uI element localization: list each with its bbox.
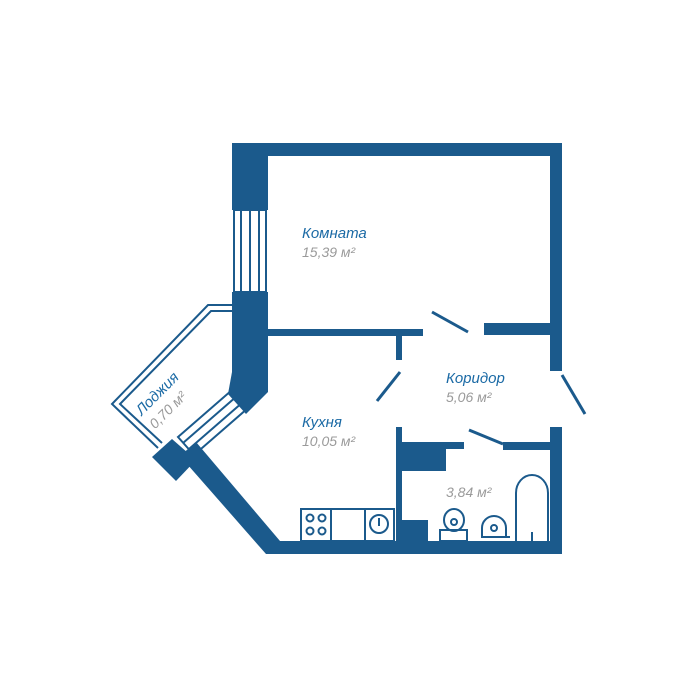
window-left xyxy=(233,209,267,293)
wall-bottom xyxy=(266,541,562,554)
loggia-outline xyxy=(110,304,232,449)
corridor-name-label: Коридор xyxy=(446,370,505,387)
wall-room-corridor xyxy=(484,323,550,335)
label-corridor: Коридор 5,06 м² xyxy=(446,370,505,405)
wall-kitchen-bath xyxy=(396,427,402,541)
label-room: Комната 15,39 м² xyxy=(302,225,367,260)
bathroom-area-label: 3,84 м² xyxy=(446,484,493,500)
wall-bath-top-left xyxy=(402,442,464,449)
sink-icon xyxy=(364,508,395,542)
washbasin-icon xyxy=(481,515,510,538)
door-room[interactable] xyxy=(431,310,469,334)
bathtub-icon xyxy=(515,474,549,541)
label-kitchen: Кухня 10,05 м² xyxy=(302,414,357,449)
wall-diagonal xyxy=(180,442,280,554)
ventilation-shaft xyxy=(400,449,446,471)
label-bathroom: 3,84 м² xyxy=(446,484,493,500)
doors xyxy=(375,310,587,446)
kitchen-area-label: 10,05 м² xyxy=(302,433,357,449)
wall-bottom-block xyxy=(396,520,428,541)
wall-bath-top-right xyxy=(503,442,550,450)
kitchen-counter xyxy=(300,508,395,542)
interior-walls xyxy=(268,323,550,541)
wall-left-top xyxy=(232,143,268,210)
door-entrance[interactable] xyxy=(560,374,587,415)
wall-loggia-block xyxy=(152,439,196,481)
wall-room-kitchen xyxy=(268,329,423,336)
door-bathroom[interactable] xyxy=(468,428,504,446)
toilet-icon xyxy=(439,508,468,542)
wall-left-corner xyxy=(228,372,268,414)
corridor-area-label: 5,06 м² xyxy=(446,389,493,405)
wall-kitchen-corridor-upper xyxy=(396,336,402,360)
wall-right-upper xyxy=(550,143,562,371)
kitchen-name-label: Кухня xyxy=(302,414,342,431)
outer-walls xyxy=(152,143,562,554)
room-name-label: Комната xyxy=(302,225,367,242)
door-kitchen[interactable] xyxy=(375,371,402,402)
window-diagonal xyxy=(176,388,250,457)
wall-left-middle xyxy=(232,292,268,378)
wall-top xyxy=(232,143,562,156)
wall-right-lower xyxy=(550,427,562,553)
room-area-label: 15,39 м² xyxy=(302,244,357,260)
stove-icon xyxy=(300,508,332,542)
